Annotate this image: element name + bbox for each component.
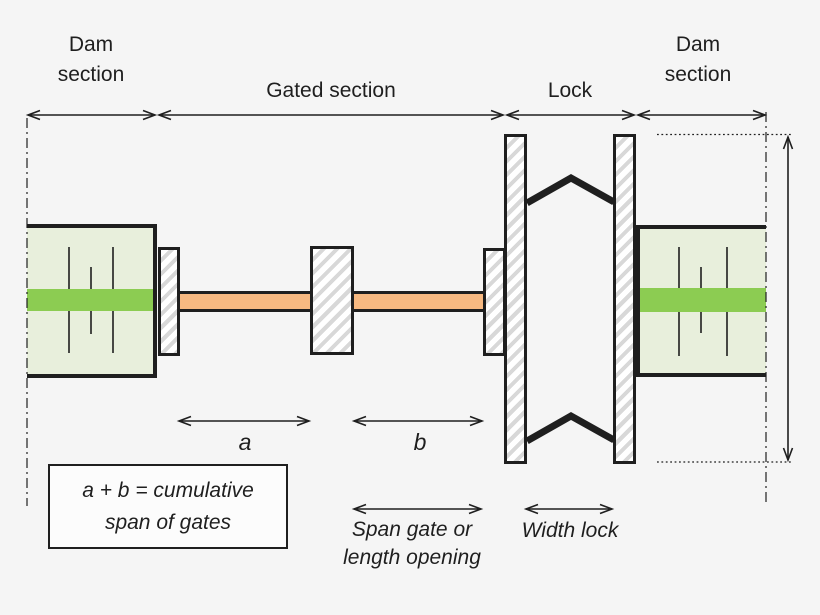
dam-crest-band-left bbox=[27, 289, 153, 311]
pier-middle bbox=[310, 246, 354, 355]
label-span-gate: Span gate or length opening bbox=[322, 516, 502, 572]
span-gate-line-1: Span gate or bbox=[351, 518, 473, 541]
mitre-gate-lower bbox=[525, 411, 616, 445]
dimension-b bbox=[351, 415, 485, 427]
dam-body-left bbox=[27, 224, 157, 378]
note-line-2: span of gates bbox=[104, 510, 232, 534]
label-dam-section-left: Dam section bbox=[57, 33, 125, 86]
dimension-lock bbox=[504, 109, 637, 121]
dimension-dam-right bbox=[635, 109, 768, 121]
label-dam-section-right: Dam section bbox=[664, 33, 732, 86]
dimension-a bbox=[176, 415, 312, 427]
gate-bar-b bbox=[353, 291, 484, 312]
dam-body-right bbox=[636, 225, 766, 377]
pier-left bbox=[158, 247, 180, 356]
dimension-dam-left bbox=[25, 109, 158, 121]
mitre-gate-upper bbox=[525, 173, 616, 207]
pier-right bbox=[483, 248, 506, 356]
label-width-lock: Width lock bbox=[521, 519, 619, 542]
span-gate-line-2: length opening bbox=[343, 546, 481, 569]
label-gated-section: Gated section bbox=[266, 79, 396, 102]
note-line-1: a + b = cumulative bbox=[82, 478, 254, 502]
label-dim-b: b bbox=[413, 429, 427, 455]
dimension-lock-length-vertical bbox=[782, 134, 794, 463]
lock-wall-left bbox=[504, 134, 527, 464]
dimension-span-gate bbox=[351, 503, 484, 515]
label-dim-a: a bbox=[238, 429, 252, 455]
gate-bar-a bbox=[179, 291, 311, 312]
dimension-gated-section bbox=[156, 109, 506, 121]
dimension-width-lock bbox=[523, 503, 615, 515]
dam-crest-band-right bbox=[640, 288, 766, 312]
label-lock: Lock bbox=[547, 79, 593, 102]
note-box-cumulative-span: a + b = cumulative span of gates bbox=[48, 464, 288, 549]
lock-wall-right bbox=[613, 134, 636, 464]
